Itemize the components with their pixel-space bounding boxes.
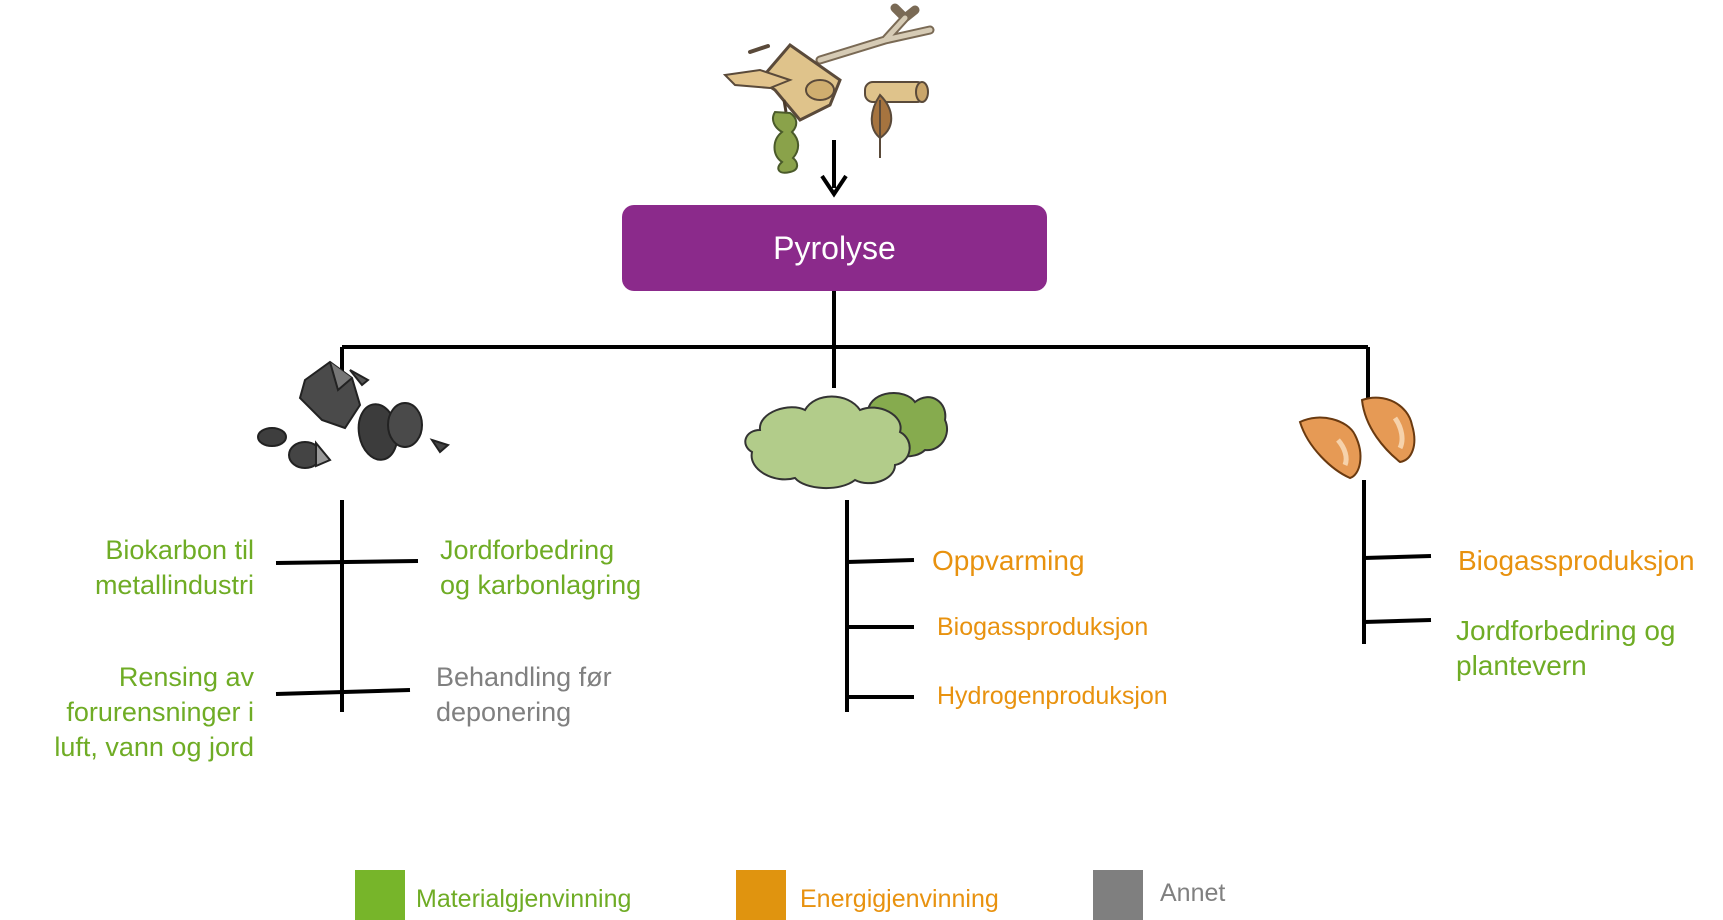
pyrolyse-process-box: Pyrolyse <box>622 205 1047 291</box>
char-label-left-bottom: Rensing av forurensninger i luft, vann o… <box>54 662 254 762</box>
legend-label-other: Annet <box>1160 879 1226 907</box>
char-label-right-top: Jordforbedring og karbonlagring <box>440 535 642 600</box>
oil-item-1: Biogassproduksjon <box>1458 545 1695 576</box>
gas-branch-lines <box>845 500 915 712</box>
legend-label-energy: Energigjenvinning <box>800 885 999 913</box>
gas-item-3: Hydrogenproduksjon <box>937 682 1168 710</box>
legend-swatch-material <box>355 870 405 920</box>
biomass-waste-icon <box>722 3 935 174</box>
bio-oil-drops-icon <box>1298 396 1416 480</box>
gas-item-1: Oppvarming <box>932 545 1085 576</box>
input-arrow <box>820 140 848 198</box>
legend-swatch-other <box>1093 870 1143 920</box>
char-label-right-bottom: Behandling før deponering <box>436 662 612 727</box>
tree-lines <box>340 291 1370 400</box>
biochar-icon <box>257 360 451 469</box>
char-branch-lines <box>275 500 419 712</box>
char-label-left-top: Biokarbon til metallindustri <box>94 535 254 600</box>
oil-item-2: Jordforbedring og plantevern <box>1456 615 1676 681</box>
legend-label-material: Materialgjenvinning <box>416 885 632 913</box>
process-label: Pyrolyse <box>773 229 896 266</box>
gas-item-2: Biogassproduksjon <box>937 613 1149 641</box>
oil-branch-lines <box>1362 480 1432 644</box>
gas-cloud-icon <box>744 391 948 490</box>
legend-swatch-energy <box>736 870 786 920</box>
